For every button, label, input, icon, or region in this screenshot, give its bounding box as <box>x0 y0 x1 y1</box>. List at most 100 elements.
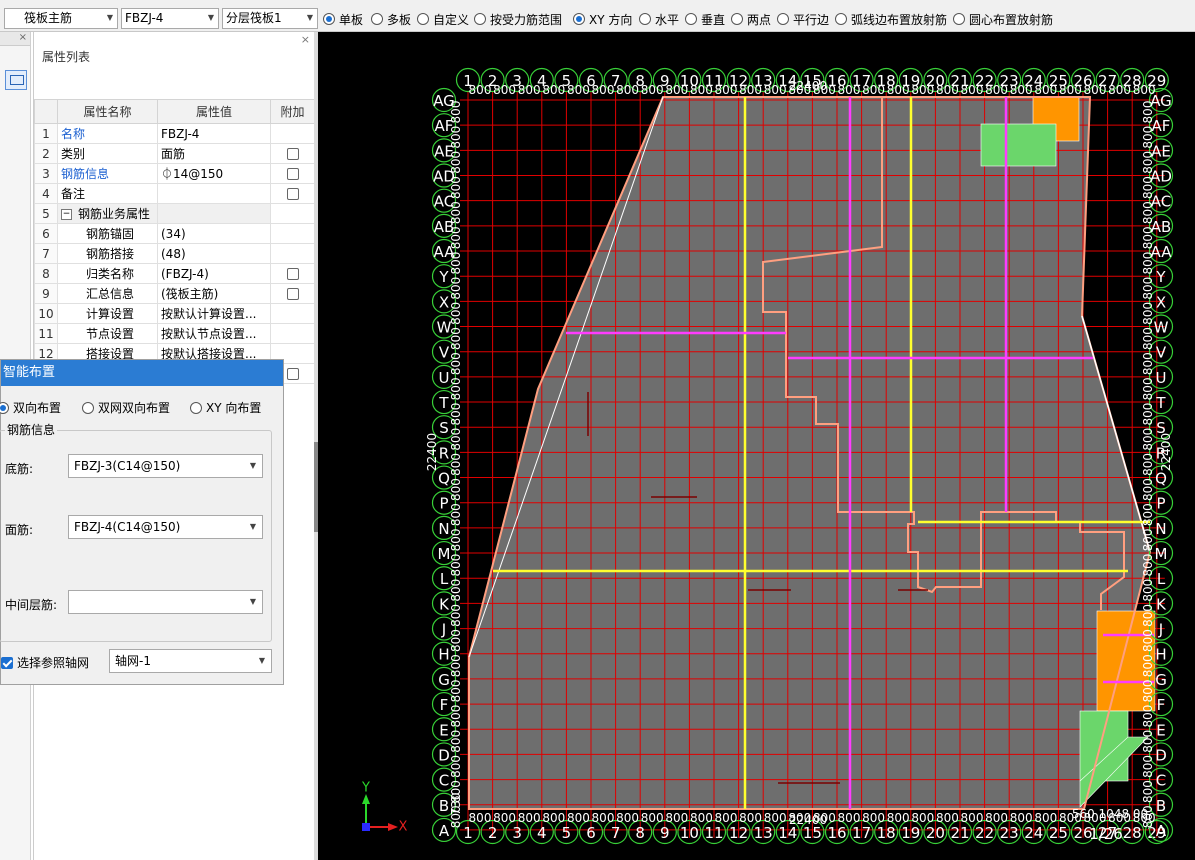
axis-bubble-top <box>751 67 776 93</box>
axis-label-bottom: 9 <box>660 824 670 842</box>
property-value[interactable]: (筏板主筋) <box>157 283 271 304</box>
green-region <box>980 123 1057 167</box>
axis-label-left: L <box>440 570 449 588</box>
checkbox-icon[interactable] <box>286 288 299 300</box>
axis-label-left: AE <box>434 142 454 160</box>
property-list-icon[interactable] <box>5 70 27 90</box>
property-value[interactable]: 按默认计算设置... <box>157 303 271 324</box>
layer-select[interactable]: 分层筏板1 ▼ <box>222 8 318 29</box>
property-extra <box>270 123 315 144</box>
ucs-origin <box>362 823 370 831</box>
table-row[interactable]: 5−钢筋业务属性 <box>34 203 315 224</box>
dimension-label: 800 <box>449 302 463 325</box>
axis-label-bottom: 16 <box>827 824 846 842</box>
property-name-text: 汇总信息 <box>86 287 135 301</box>
panel-splitter[interactable] <box>314 32 318 860</box>
axis-label-right: AE <box>1151 142 1171 160</box>
property-value[interactable]: FBZJ-4 <box>157 123 271 144</box>
radio-two-points[interactable]: 两点 <box>731 10 771 28</box>
radio-label: 按受力筋范围 <box>490 12 563 27</box>
radio-multi-slab[interactable]: 多板 <box>371 10 411 28</box>
property-value[interactable] <box>157 183 271 204</box>
component-type-select[interactable]: 筏板主筋 ▼ <box>4 8 118 29</box>
radio-xy-direction[interactable]: XY 方向 <box>573 10 632 28</box>
component-type-value: 筏板主筋 <box>24 11 73 25</box>
collapse-icon[interactable]: − <box>61 209 72 220</box>
column-header: 属性值 <box>157 99 271 124</box>
radio-by-stress-range[interactable]: 按受力筋范围 <box>474 10 562 28</box>
close-icon[interactable]: × <box>300 33 310 46</box>
ref-grid-checkbox[interactable]: 选择参照轴网 <box>1 654 89 671</box>
property-name: 钢筋信息 <box>57 163 158 184</box>
radio-xy-placement[interactable]: XY 向布置 <box>190 399 261 416</box>
property-value[interactable]: (34) <box>157 223 271 244</box>
axis-label-top: 15 <box>803 72 822 90</box>
property-name: 钢筋锚固 <box>57 223 158 244</box>
axis-bubble-top <box>1095 67 1120 93</box>
dimension-label: 800 <box>518 83 541 97</box>
radio-parallel-edge[interactable]: 平行边 <box>777 10 829 28</box>
radio-horizontal[interactable]: 水平 <box>639 10 679 28</box>
checkbox-icon[interactable] <box>286 148 299 160</box>
property-value[interactable]: 按默认节点设置... <box>157 323 271 344</box>
dimension-label: 800 <box>469 811 492 825</box>
dimension-label: 800 <box>449 101 463 124</box>
property-value[interactable]: (48) <box>157 243 271 264</box>
axis-label-left: AG <box>433 92 455 110</box>
checkbox-icon[interactable] <box>286 268 299 280</box>
property-value[interactable]: 按默认搭接设置... <box>157 343 271 364</box>
dimension-label: 800 <box>1141 352 1155 375</box>
bottom-bar-select[interactable]: FBZJ-3(C14@150) ▼ <box>68 454 263 478</box>
axis-label-left: AA <box>434 243 456 261</box>
property-value[interactable]: (FBZJ-4) <box>157 263 271 284</box>
checkbox-icon[interactable] <box>286 168 299 180</box>
slab-region <box>469 97 1150 809</box>
property-value[interactable]: ⏀14@150 <box>157 163 271 184</box>
radio-double-net[interactable]: 双网双向布置 <box>82 399 170 416</box>
close-icon[interactable]: × <box>0 32 30 46</box>
axis-label-bottom: 14 <box>778 824 797 842</box>
axis-label-top: 5 <box>562 72 572 90</box>
axis-bubble-right <box>1148 339 1174 364</box>
ref-grid-select[interactable]: 轴网-1 ▼ <box>109 649 272 673</box>
radio-radial-center[interactable]: 圆心布置放射筋 <box>953 10 1053 28</box>
component-name-select[interactable]: FBZJ-4 ▼ <box>121 8 219 29</box>
middle-bar-select[interactable]: ▼ <box>68 590 263 614</box>
axis-bubble-right <box>1148 566 1174 591</box>
cad-drawing[interactable]: 1122334455667788991010111112121313141415… <box>318 32 1195 860</box>
axis-bubble-right <box>1148 163 1174 188</box>
axis-label-right: M <box>1155 545 1168 563</box>
axis-bubble-left <box>431 415 457 440</box>
axis-bubble-bottom <box>800 819 825 845</box>
radio-radial-arc-edge[interactable]: 弧线边布置放射筋 <box>835 10 947 28</box>
radio-vertical[interactable]: 垂直 <box>685 10 725 28</box>
top-bar-select[interactable]: FBZJ-4(C14@150) ▼ <box>68 515 263 539</box>
property-value[interactable]: 面筋 <box>157 143 271 164</box>
axis-label-right: AC <box>1151 193 1171 211</box>
axis-label-bottom: 18 <box>877 824 896 842</box>
axis-label-top: 11 <box>704 72 723 90</box>
dimension-label: 800 <box>961 83 984 97</box>
property-value[interactable] <box>157 203 271 224</box>
radio-single-slab[interactable]: 单板 <box>323 10 363 28</box>
radio-bidirectional[interactable]: 双向布置 <box>0 399 61 416</box>
axis-bubble-left <box>431 540 457 566</box>
checkbox-icon[interactable] <box>286 188 299 200</box>
dimension-label: 800 <box>1141 403 1155 426</box>
radio-icon <box>835 13 847 25</box>
radio-custom[interactable]: 自定义 <box>417 10 469 28</box>
row-number: 8 <box>34 263 58 284</box>
checkbox-icon[interactable] <box>286 368 299 380</box>
